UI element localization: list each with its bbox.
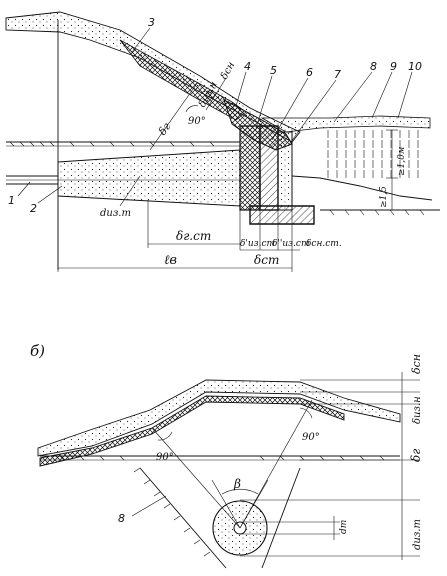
callout-9: 9 bbox=[390, 60, 397, 73]
label-delta-sn: δсн bbox=[219, 60, 237, 81]
b-label-delta-sn: δсн bbox=[410, 354, 423, 374]
b-label-delta-g: δг bbox=[409, 449, 423, 462]
angle-arc bbox=[185, 105, 199, 113]
label-delta-sn-st: δсн.ст. bbox=[306, 239, 342, 249]
b-label-beta: β bbox=[233, 477, 241, 491]
callout-4: 4 bbox=[244, 60, 251, 73]
callout-3: 3 bbox=[148, 16, 155, 29]
b-trench-right bbox=[261, 467, 301, 569]
right-upper-strip bbox=[260, 115, 431, 133]
part-b-label: б) bbox=[30, 342, 45, 360]
right-soil-hatching bbox=[320, 130, 420, 178]
label-l-v: ℓв bbox=[164, 253, 177, 268]
callout-8: 8 bbox=[370, 60, 377, 73]
callout-7: 7 bbox=[334, 68, 341, 81]
b-angle-lines bbox=[151, 399, 313, 529]
b-angle-arc-right bbox=[299, 407, 313, 419]
b-label-d-t: dт bbox=[339, 520, 349, 534]
b-insulation-band bbox=[39, 395, 345, 467]
right-soil-boundary bbox=[291, 175, 433, 201]
label-angle-a: 90° bbox=[188, 116, 206, 127]
callout-leaders bbox=[17, 27, 413, 204]
b-label-d-iz-t: dиз.т bbox=[412, 519, 423, 550]
b-beta-arc bbox=[221, 488, 259, 495]
dimension-lines bbox=[57, 129, 398, 272]
label-delta-iz-st: δ'из.ст bbox=[240, 239, 275, 249]
dim-delta-sn-line bbox=[205, 77, 227, 111]
label-delta-iz-st2: δ''из.ст bbox=[272, 239, 310, 249]
b-ground-hatch bbox=[59, 455, 385, 461]
b-trench-left bbox=[139, 467, 227, 569]
label-h-right: ≥1,0м bbox=[397, 147, 407, 176]
callout-10: 10 bbox=[408, 60, 422, 73]
part-a-section: 1 2 3 4 5 6 7 8 9 10 δиз.н δсн δг 90° dи… bbox=[5, 11, 440, 272]
callout-1: 1 bbox=[8, 194, 15, 207]
label-delta-st: δст bbox=[254, 253, 279, 267]
wall-crosshatch bbox=[239, 125, 261, 211]
label-delta-g-st: δг.ст bbox=[176, 229, 211, 243]
label-h-right2: ≥1,5 bbox=[379, 186, 389, 208]
wall-footing bbox=[249, 205, 315, 225]
label-d-iz-t: dиз.т bbox=[100, 208, 131, 219]
pipe-insulation bbox=[57, 149, 241, 207]
ground-hatch-bottom bbox=[329, 209, 425, 216]
callout-6: 6 bbox=[306, 66, 313, 79]
b-trench-left-hatch bbox=[133, 467, 211, 557]
callout-2: 2 bbox=[30, 202, 37, 215]
b-angle-arc-left bbox=[157, 431, 173, 441]
ground-hatch-left bbox=[9, 141, 215, 147]
part-b-section: б) bbox=[30, 342, 423, 569]
callout-5: 5 bbox=[270, 64, 277, 77]
b-label-delta-iz-n: δиз.н bbox=[412, 396, 423, 424]
label-delta-g: δг bbox=[156, 120, 174, 138]
b-callout-8-leader bbox=[131, 495, 167, 517]
b-label-angle-left: 90° bbox=[156, 452, 174, 463]
dim-delta-g-line bbox=[149, 81, 199, 151]
b-callout-8: 8 bbox=[118, 512, 125, 525]
b-top-layer bbox=[37, 379, 401, 457]
b-label-angle-right: 90° bbox=[302, 432, 320, 443]
b-dimension-chain bbox=[240, 372, 420, 560]
wall-core-hatched bbox=[259, 125, 279, 211]
